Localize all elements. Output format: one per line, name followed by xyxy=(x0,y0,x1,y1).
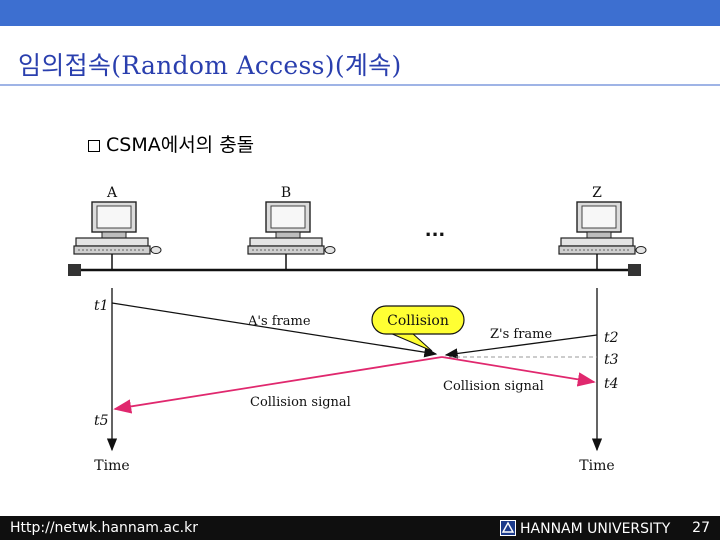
time-axis-right-label: Time xyxy=(579,458,614,474)
bullet-item: CSMA에서의 충돌 xyxy=(88,130,254,157)
z-frame-arrow xyxy=(444,334,598,359)
page-number: 27 xyxy=(692,520,710,536)
csma-collision-diagram: A B Z ... Time Time t1 t2 t3 t4 t5 A's f… xyxy=(68,185,647,474)
a-frame-arrow xyxy=(111,302,438,358)
footer-university-name: HANNAM UNIVERSITY xyxy=(520,521,671,537)
collision-signal-to-z-arrow xyxy=(441,356,596,387)
collision-callout xyxy=(371,305,465,335)
z-frame-label: Z's frame xyxy=(490,327,553,342)
station-b-computer-icon xyxy=(247,201,336,255)
station-z-computer-icon xyxy=(558,201,647,255)
collision-callout-label: Collision xyxy=(387,313,449,329)
university-logo-icon xyxy=(500,520,516,536)
time-mark-t4: t4 xyxy=(604,376,619,392)
station-a-computer-icon xyxy=(73,201,162,255)
slide-title: 임의접속(Random Access)(계속) xyxy=(18,51,402,80)
footer-bar: Http://netwk.hannam.ac.kr HANNAM UNIVERS… xyxy=(0,516,720,540)
time-mark-t3: t3 xyxy=(604,352,619,368)
time-mark-t2: t2 xyxy=(604,330,619,346)
time-mark-t5: t5 xyxy=(94,413,109,429)
collision-signal-to-a-arrow xyxy=(113,356,443,414)
station-a-label: A xyxy=(106,185,118,201)
time-mark-t1: t1 xyxy=(94,298,109,314)
footer-url: Http://netwk.hannam.ac.kr xyxy=(10,520,198,536)
a-frame-label: A's frame xyxy=(247,314,311,329)
footer-university: HANNAM UNIVERSITY xyxy=(500,520,670,537)
station-b-label: B xyxy=(281,185,291,201)
top-accent-bar xyxy=(0,0,720,26)
station-z-label: Z xyxy=(592,185,602,201)
title-divider xyxy=(0,84,720,86)
bus-terminator-right xyxy=(628,264,641,276)
collision-signal-right-label: Collision signal xyxy=(443,379,544,394)
bus-terminator-left xyxy=(68,264,81,276)
collision-signal-left-label: Collision signal xyxy=(250,395,351,410)
bullet-text: CSMA에서의 충돌 xyxy=(106,134,255,156)
more-stations-ellipsis: ... xyxy=(425,220,446,241)
checkbox-bullet-icon xyxy=(88,140,100,152)
time-axis-left-label: Time xyxy=(94,458,129,474)
